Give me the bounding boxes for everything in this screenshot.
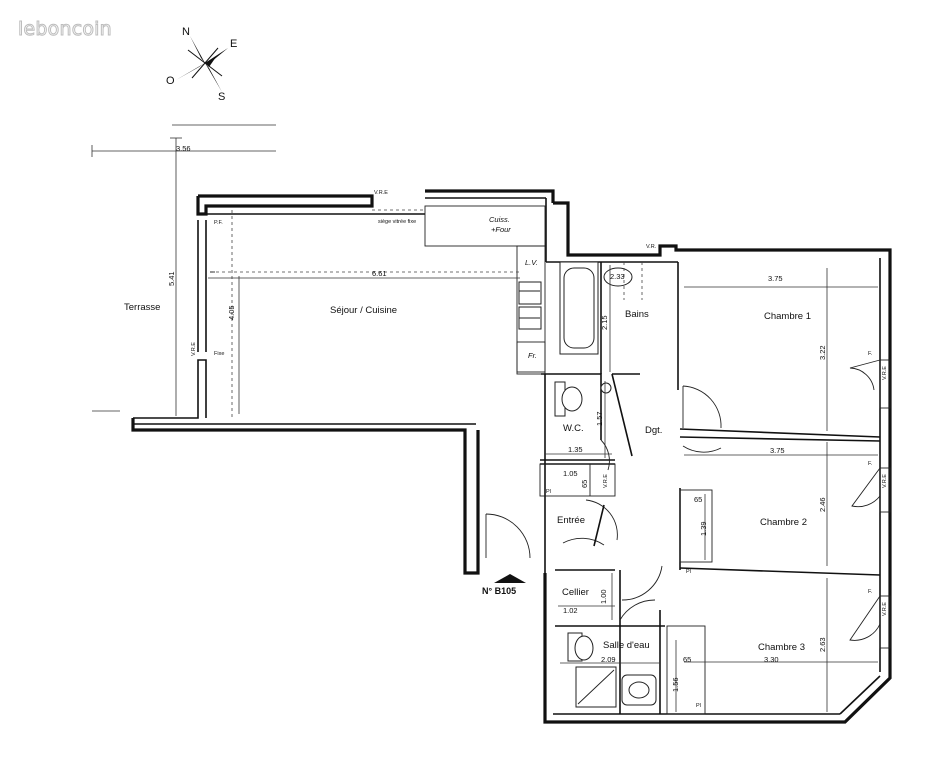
- compass-south: S: [218, 91, 226, 103]
- room-chambre2: Chambre 2: [760, 517, 807, 528]
- dim-chambre1-height: 3.22: [818, 345, 827, 360]
- doors: [485, 385, 722, 621]
- wc-fixture: [554, 381, 612, 417]
- dim-chambre2-placard-height: 1.39: [699, 521, 708, 536]
- room-sejour: Séjour / Cuisine: [330, 305, 398, 316]
- label-vre-placard: V.R.E: [603, 474, 609, 488]
- dim-chambre2-height: 2.46: [818, 497, 827, 512]
- room-wc: W.C.: [563, 423, 584, 434]
- label-vre-chambre1: V.R.E: [882, 366, 888, 380]
- outer-walls: [131, 189, 892, 724]
- label-vre-chambre3: V.R.E: [882, 602, 888, 616]
- dim-cellier-height: 1.00: [599, 589, 608, 604]
- sejour-windows: [210, 209, 520, 418]
- room-entree: Entrée: [557, 515, 585, 526]
- room-dimensions: [208, 265, 878, 712]
- label-vre-chambre2: V.R.E: [882, 474, 888, 488]
- dim-chambre3-width: 3.30: [764, 655, 779, 664]
- entry-marker: [494, 574, 526, 583]
- dim-terrasse-width: 3.56: [176, 144, 191, 153]
- fixture-cuiss: Cuiss.: [489, 215, 510, 224]
- fixture-four: +Four: [491, 225, 511, 234]
- dim-salle-eau-width: 2.09: [601, 655, 616, 664]
- label-f-chambre3: F.: [868, 589, 873, 595]
- label-vre-sejour: V.R.E: [374, 190, 388, 196]
- fixture-siege: siège vitrée fixe: [378, 219, 417, 225]
- compass-rose: [176, 36, 228, 92]
- dim-placard-width: 1.05: [563, 469, 578, 478]
- watermark-logo: leboncoin: [18, 18, 113, 41]
- room-salle-eau: Salle d'eau: [603, 640, 650, 651]
- dim-salle-eau-placard: 65: [683, 655, 692, 664]
- dim-sejour-height: 4.05: [227, 305, 236, 320]
- dim-chambre2-placard: 65: [694, 495, 703, 504]
- bedroom-windows: [849, 359, 891, 649]
- label-f-chambre1: F.: [868, 351, 873, 357]
- dim-placard-depth: 65: [580, 479, 589, 488]
- fixture-lave-vaisselle: L.V.: [525, 258, 538, 267]
- dim-chambre2-width: 3.75: [770, 446, 785, 455]
- room-chambre1: Chambre 1: [764, 311, 811, 322]
- kitchen-counter: [424, 205, 546, 375]
- dim-sejour-width: 6.61: [372, 269, 387, 278]
- label-pl-chambre3: Pl: [696, 703, 701, 709]
- room-terrasse: Terrasse: [124, 302, 161, 313]
- dim-bains-width: 2.33: [610, 272, 625, 281]
- terrasse-dimensions: [91, 124, 276, 416]
- room-bains: Bains: [625, 309, 649, 320]
- interior-walls: [539, 373, 881, 720]
- dim-salle-eau-height: 1.56: [671, 677, 680, 692]
- dim-terrasse-height: 5.41: [167, 271, 176, 286]
- room-chambre3: Chambre 3: [758, 642, 805, 653]
- unit-number: N° B105: [482, 586, 517, 596]
- dim-cellier-width: 1.02: [563, 606, 578, 615]
- fixture-frigo: Fr.: [528, 351, 537, 360]
- compass-west: O: [166, 75, 175, 87]
- fixture-fixe: Fixe: [214, 351, 225, 357]
- salle-eau-fixtures: [560, 632, 660, 708]
- dim-bains-height: 2.15: [600, 315, 609, 330]
- label-vr-bains: V.R.: [646, 244, 657, 250]
- dim-chambre3-height: 2.63: [818, 637, 827, 652]
- dim-wc-height: 1.57: [595, 411, 604, 426]
- room-cellier: Cellier: [562, 587, 589, 598]
- label-vre-terrasse: V.R.E: [191, 342, 197, 356]
- compass-north: N: [182, 26, 190, 38]
- label-f-chambre2: F.: [868, 461, 873, 467]
- label-pf: P.F.: [214, 220, 223, 226]
- bathroom: [559, 261, 679, 390]
- dim-chambre1-width: 3.75: [768, 274, 783, 283]
- dim-wc-width: 1.35: [568, 445, 583, 454]
- label-pl-chambre2: Pl: [686, 569, 691, 575]
- compass-east: E: [230, 38, 238, 50]
- room-degagement: Dgt.: [645, 425, 663, 436]
- label-pl-wc: Pl: [546, 489, 551, 495]
